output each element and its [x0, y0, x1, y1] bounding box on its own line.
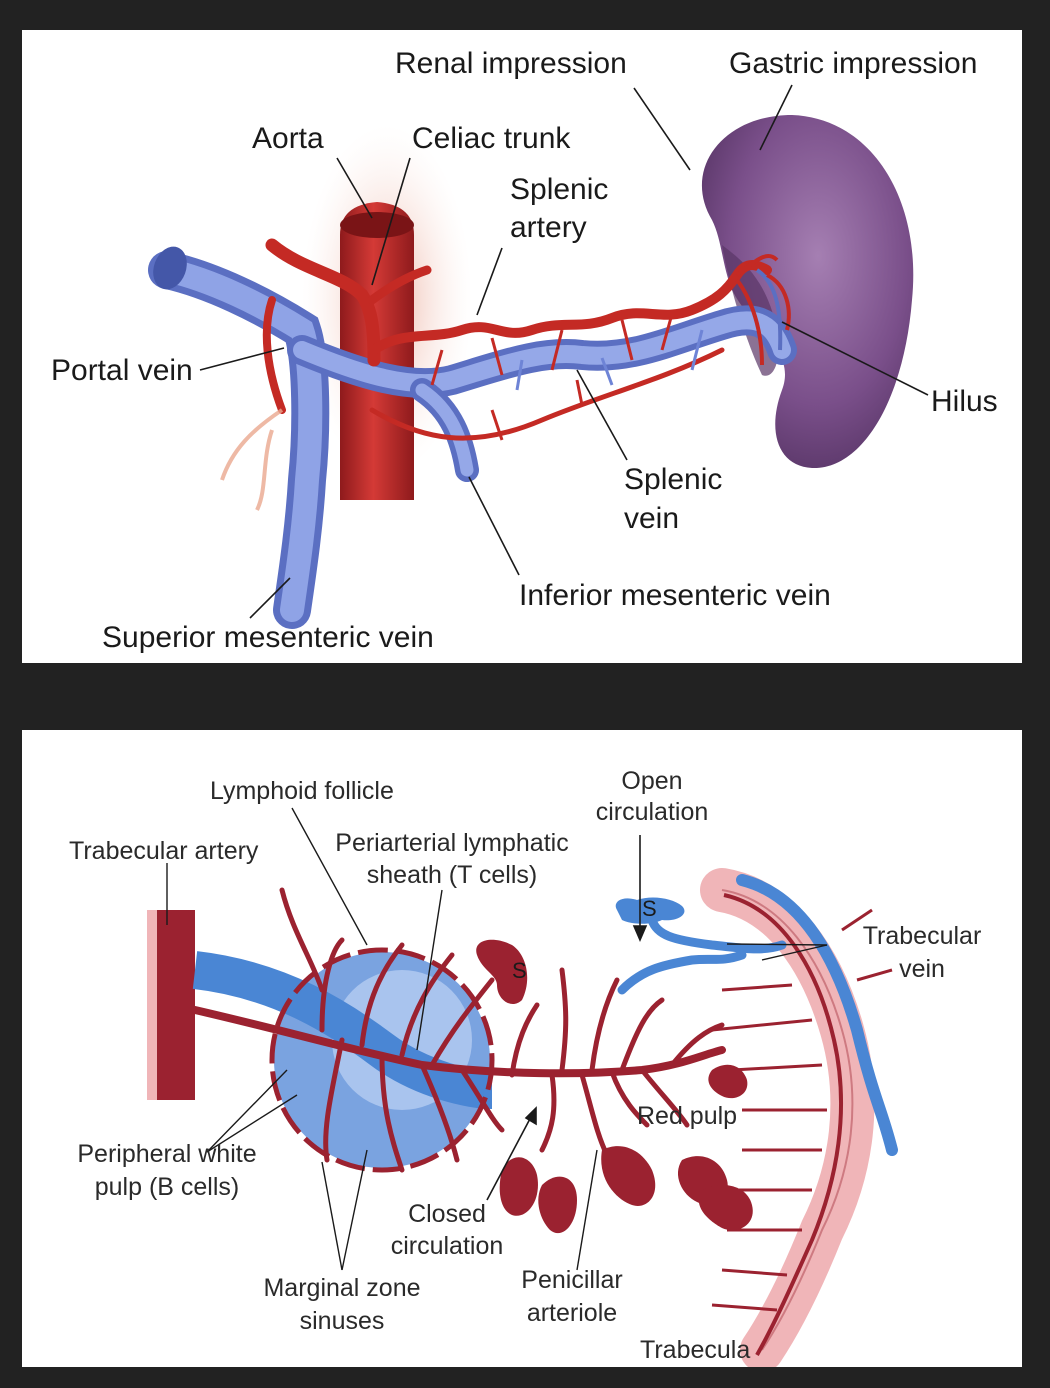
label-open-circulation-line2: circulation — [595, 798, 709, 826]
hepatic-artery — [262, 296, 286, 414]
circulation-arrows — [486, 835, 648, 1201]
label-trabecula: Trabecula — [640, 1336, 751, 1364]
label-marginal-zone-line1: Marginal zone — [263, 1274, 421, 1302]
spleen-anatomy-illustration — [148, 84, 929, 629]
label-celiac-trunk: Celiac trunk — [412, 122, 571, 155]
label-splenic-artery-line1: Splenic — [510, 173, 609, 206]
trabecular-artery-left — [157, 910, 195, 1100]
leader-lines — [166, 807, 828, 1271]
left-gastric-artery — [367, 265, 432, 305]
label-closed-circulation-line2: circulation — [390, 1232, 504, 1260]
label-periarterial-line1: Periarterial lymphatic — [335, 829, 569, 857]
label-superior-mesenteric-vein: Superior mesenteric vein — [102, 621, 434, 654]
label-splenic-artery-line2: artery — [510, 211, 587, 244]
vein-branch-2 — [617, 950, 747, 995]
label-open-circulation-line1: Open — [621, 767, 683, 795]
small-vein-branches — [515, 329, 704, 391]
portal-vein-opening — [153, 246, 187, 290]
open-circulation-branch — [647, 915, 787, 954]
label-penicillar-line1: Penicillar — [521, 1266, 623, 1294]
red-pulp-sinuses — [476, 939, 753, 1234]
small-artery-branches — [430, 313, 674, 441]
leader-lines — [199, 84, 929, 619]
central-vein-band — [192, 951, 493, 1109]
spleen-anatomy-panel: Renal impression Gastric impression Aort… — [22, 30, 1022, 663]
label-trabecular-vein-line1: Trabecular — [862, 922, 982, 950]
splenic-artery — [369, 260, 772, 355]
penicillar-arterioles — [509, 967, 725, 1158]
portal-vein-highlight — [155, 258, 323, 622]
spleen-circulation-diagram — [147, 807, 898, 1367]
label-lymphoid-follicle: Lymphoid follicle — [210, 777, 394, 805]
sinus-marker-open: S — [642, 896, 657, 921]
marginal-zone-sinus-ring — [269, 947, 495, 1173]
label-hilus: Hilus — [931, 385, 998, 418]
trabecular-artery-right — [723, 893, 843, 1356]
label-marginal-zone-line2: sinuses — [299, 1307, 385, 1335]
label-red-pulp: Red pulp — [637, 1102, 738, 1130]
splenic-vein-highlight — [293, 311, 791, 393]
spleen-circulation-panel: S S Lymphoid follicle Open circulation T… — [22, 730, 1022, 1367]
pale-tributaries — [220, 408, 284, 511]
label-splenic-vein-line2: vein — [624, 502, 680, 535]
label-portal-vein: Portal vein — [51, 354, 193, 387]
label-penicillar-line2: arteriole — [526, 1299, 618, 1327]
open-circulation-sinus — [615, 897, 685, 924]
label-peripheral-white-pulp-line2: pulp (B cells) — [94, 1173, 240, 1201]
follicle-arterioles — [279, 887, 505, 1173]
label-renal-impression: Renal impression — [395, 47, 627, 80]
label-splenic-vein-line1: Splenic — [624, 463, 723, 496]
trabecula-spikes — [711, 908, 893, 1312]
sinus-marker-red-pulp: S — [512, 958, 527, 983]
label-peripheral-white-pulp-line1: Peripheral white — [77, 1140, 257, 1168]
gastroepiploic-artery — [369, 347, 725, 441]
trabecula-outline — [721, 889, 854, 1351]
label-aorta: Aorta — [252, 122, 324, 155]
trabecula — [700, 868, 875, 1367]
spleen — [701, 115, 914, 469]
inferior-mesenteric-vein-highlight — [415, 383, 474, 477]
celiac-trunk — [265, 238, 381, 367]
label-trabecular-artery: Trabecular artery — [69, 837, 259, 865]
hilar-vessels — [735, 254, 791, 366]
trabecular-vein-main — [736, 874, 898, 1156]
label-gastric-impression: Gastric impression — [729, 47, 978, 80]
label-periarterial-line2: sheath (T cells) — [366, 861, 538, 889]
label-inferior-mesenteric-vein: Inferior mesenteric vein — [519, 579, 831, 612]
aorta-top-opening — [340, 212, 414, 238]
label-trabecular-vein-line2: vein — [899, 955, 945, 983]
label-closed-circulation-line1: Closed — [408, 1200, 486, 1228]
